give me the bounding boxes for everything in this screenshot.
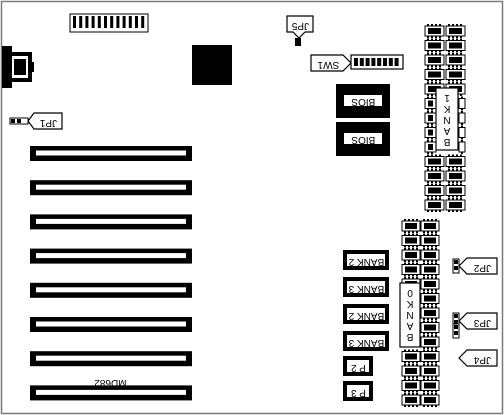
expansion-slot [30,385,192,401]
bank-1-label: BANK1 [443,92,450,147]
expansion-slot [30,180,192,196]
bank-0-label-box: BANK0 [399,282,421,348]
jp5-label: JP5 [291,20,309,31]
expansion-slot [30,214,192,230]
expansion-slot [30,146,192,161]
jumper-jp5: JP5 [286,15,314,46]
jumper-jp1: JP1 [9,112,63,130]
jp1-label: JP1 [39,117,57,128]
simm-socket-label: P 3 [351,387,366,398]
simm-socket-5: P 2 [343,356,373,376]
expansion-slot [30,282,192,298]
bios-chip-2: BIOS [336,122,390,156]
jp3-label: JP3 [473,317,491,328]
top-connector [69,13,149,33]
expansion-slot [30,248,192,264]
bios-1-label: BIOS [351,96,375,107]
simm-socket-4: BANK 3 [343,331,389,351]
memory-bank-0-chips [401,219,440,407]
bank-0-label: BANK0 [406,287,413,342]
jumper-jp3: JP3 [452,312,498,330]
jumper-jp4: JP4 [452,323,498,367]
expansion-slot [30,351,192,367]
bios-2-label: BIOS [351,134,375,145]
dip-switch-sw1: SW1 [310,54,404,72]
keyboard-connector [2,46,34,88]
jp2-label: JP2 [473,262,491,273]
simm-socket-1: BANK 2 [343,250,389,270]
board-model-label: MD682 [94,377,127,388]
simm-sockets: BANK 2 BANK 3 BANK 2 BANK 3 P 2 P 3 [343,250,389,401]
simm-socket-label: BANK 3 [348,283,384,294]
jumper-jp2: JP2 [452,257,498,275]
simm-socket-label: BANK 3 [348,337,384,348]
expansion-slots [30,146,192,401]
sw1-label: SW1 [317,59,339,70]
expansion-slot [30,317,192,332]
simm-socket-label: BANK 2 [348,310,384,321]
simm-socket-2: BANK 3 [343,277,389,297]
cpu-chip [192,45,232,85]
simm-socket-3: BANK 2 [343,304,389,324]
bank-1-label-box: BANK1 [435,87,459,151]
bios-chip-1: BIOS [336,84,390,118]
jp4-label: JP4 [473,354,491,365]
simm-socket-label: BANK 2 [348,256,384,267]
simm-socket-6: P 3 [343,381,373,401]
simm-socket-label: P 2 [351,362,366,373]
